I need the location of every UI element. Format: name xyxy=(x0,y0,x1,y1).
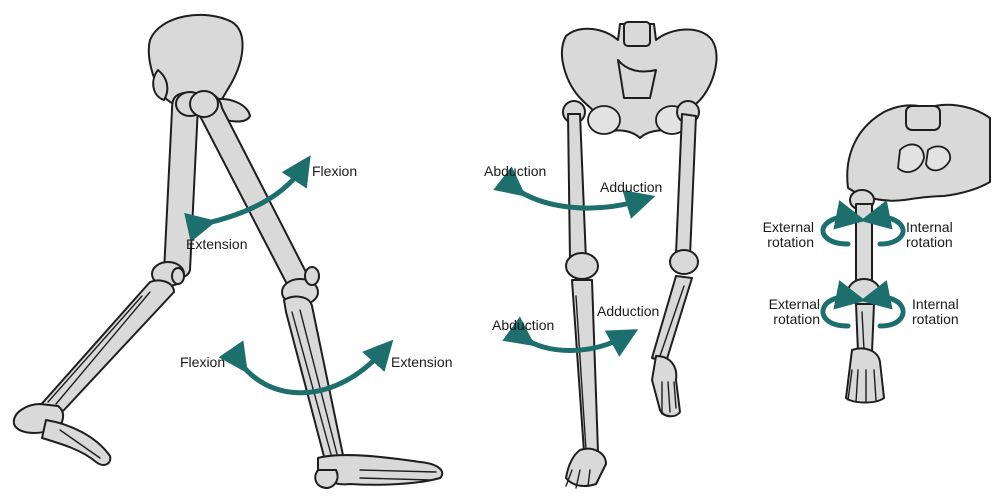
front-femur xyxy=(194,92,311,294)
rot-tibia xyxy=(856,304,874,352)
front-femoral-head xyxy=(190,91,218,117)
back-tibia xyxy=(38,280,174,415)
back-tibia-edge xyxy=(56,292,150,404)
hip-abduction-label: Abduction xyxy=(484,164,546,179)
hip-external-rotation-label: External rotation xyxy=(752,220,814,250)
back-patella xyxy=(172,268,184,284)
hip-adduction-label: Adduction xyxy=(600,180,662,195)
sacrum-superior xyxy=(906,106,940,130)
knee-internal-rotation-label: Internal rotation xyxy=(912,297,959,327)
hip-internal-rotation-label: Internal rotation xyxy=(906,220,953,250)
knee-abduction-adduction-arrow xyxy=(524,336,626,351)
left-knee xyxy=(566,253,598,279)
rot-knee xyxy=(848,279,880,305)
obturator-left xyxy=(588,106,620,134)
knee-flexion-label: Flexion xyxy=(180,355,225,370)
knee-abduction-label: Abduction xyxy=(492,318,554,333)
left-foot xyxy=(566,449,606,486)
knee-extension-label: Extension xyxy=(391,355,452,370)
rotation-view-skeleton xyxy=(823,105,990,403)
sacrum-top xyxy=(624,22,650,46)
left-femur xyxy=(568,114,586,260)
front-heel xyxy=(315,470,337,488)
knee-external-rotation-label: External rotation xyxy=(758,297,820,327)
front-patella xyxy=(305,267,319,285)
hip-flexion-label: Flexion xyxy=(312,164,357,179)
knee-internal-rotation-arrow xyxy=(874,297,903,326)
hip-external-rotation-arrow xyxy=(823,217,852,244)
rot-femur xyxy=(856,204,872,282)
hip-extension-label: Extension xyxy=(186,237,247,252)
hip-internal-rotation-arrow xyxy=(874,217,903,244)
right-femur xyxy=(676,114,696,256)
right-knee xyxy=(670,250,698,274)
knee-external-rotation-arrow xyxy=(823,297,852,326)
anterior-view-skeleton xyxy=(515,22,716,488)
back-fibula-line xyxy=(48,296,142,402)
knee-adduction-label: Adduction xyxy=(597,304,659,319)
